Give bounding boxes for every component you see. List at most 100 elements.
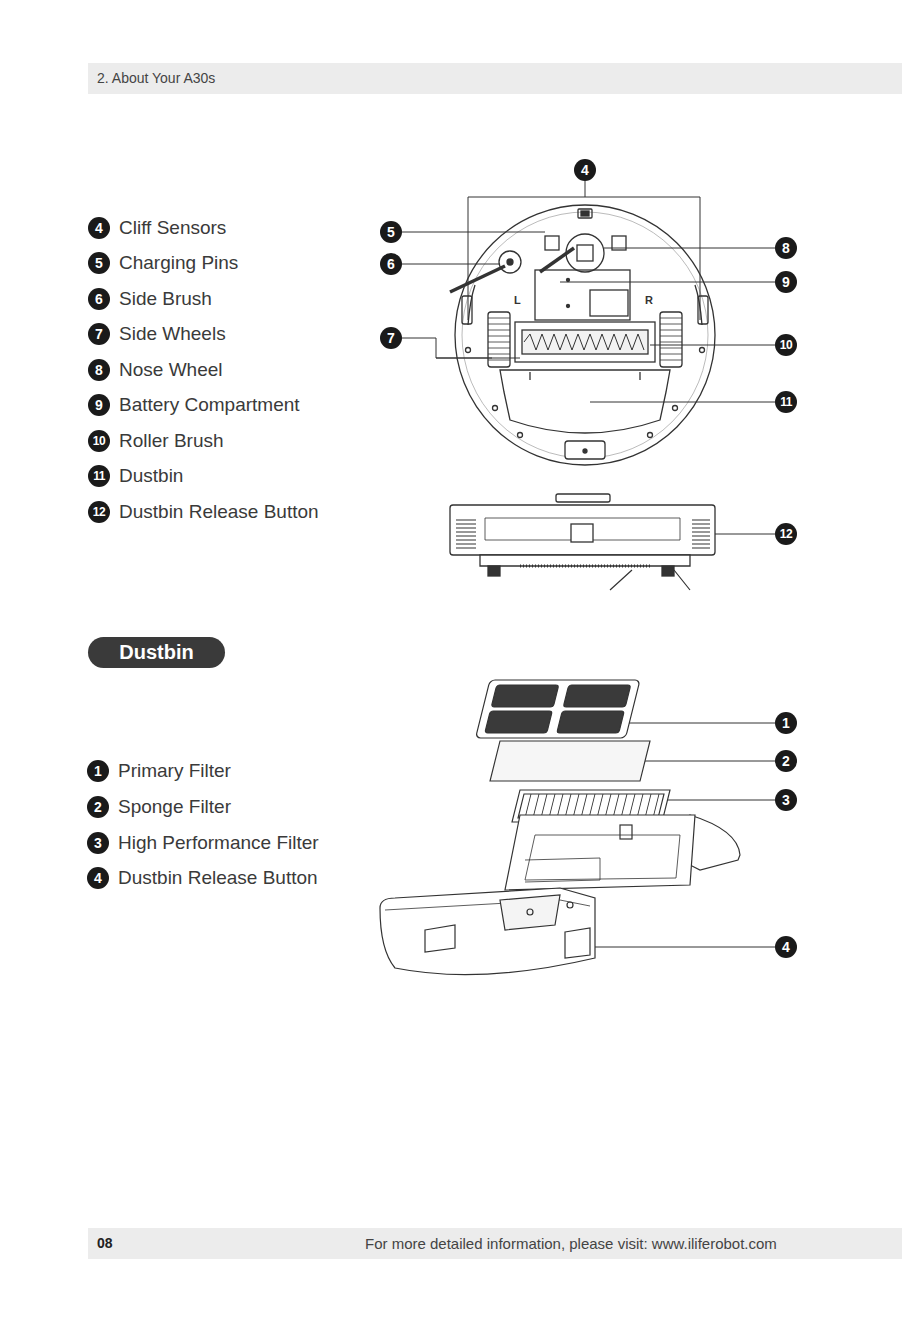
- callout-number: 2: [87, 796, 109, 818]
- part-name: Battery Compartment: [119, 394, 300, 416]
- robot-bottom-view: [578, 209, 592, 218]
- callout-number: 10: [775, 334, 797, 356]
- dustbin-exploded-view: [563, 685, 630, 707]
- leader-line: [650, 345, 775, 346]
- callout-number: 10: [88, 430, 110, 452]
- leader-line: [402, 264, 499, 265]
- robot-bottom-view: [540, 248, 574, 272]
- callout-circle: [380, 253, 402, 275]
- dustbin-exploded-view: [525, 835, 680, 880]
- part-name: Sponge Filter: [118, 796, 231, 818]
- callout-circle: [775, 936, 797, 958]
- part-name: Roller Brush: [119, 430, 224, 452]
- dustbin-exploded-view: [490, 741, 650, 781]
- robot-side-view: [571, 524, 593, 542]
- robot-bottom-view: [450, 266, 505, 292]
- callout-number: 9: [775, 271, 797, 293]
- callout-number: 9: [88, 394, 110, 416]
- callout-number: 8: [775, 237, 797, 259]
- callout-number: 12: [775, 523, 797, 545]
- robot-bottom-view: [499, 251, 521, 273]
- leader-line: [604, 248, 775, 249]
- leader-line: [402, 181, 775, 947]
- callout-number: 7: [380, 327, 402, 349]
- callout-circle: [775, 334, 797, 356]
- robot-side-view: [450, 505, 715, 555]
- part-name: Dustbin: [119, 465, 183, 487]
- callout-circle: [87, 760, 109, 782]
- robot-bottom-view: [450, 205, 715, 465]
- robot-bottom-view: [648, 433, 653, 438]
- dustbin-exploded-view: [505, 815, 695, 890]
- callout-circle: [775, 271, 797, 293]
- callout-number: 7: [88, 323, 110, 345]
- robot-bottom-view: [567, 279, 570, 282]
- robot-bottom-view: [466, 348, 471, 353]
- robot-bottom-view: [565, 441, 605, 459]
- robot-bottom-view: [535, 270, 630, 320]
- callout-circle: [88, 288, 110, 310]
- callout-number: 4: [775, 936, 797, 958]
- callout-number: 6: [88, 288, 110, 310]
- part-name: Dustbin Release Button: [118, 867, 318, 889]
- callout-number: 5: [88, 252, 110, 274]
- robot-bottom-view: [583, 449, 587, 453]
- dustbin-exploded-view: [490, 741, 650, 781]
- callout-number: 3: [87, 832, 109, 854]
- callout-number: 9: [775, 271, 797, 293]
- dustbin-exploded-view: [567, 902, 573, 908]
- callout-number: 2: [775, 750, 797, 772]
- callout-number: 4: [88, 217, 110, 239]
- robot-side-view: [610, 570, 690, 590]
- dustbin-exploded-view: [620, 825, 632, 839]
- robot-bottom-view: [673, 406, 678, 411]
- heading-pill: [88, 637, 225, 668]
- part-name: Primary Filter: [118, 760, 231, 782]
- leader-line: [560, 282, 775, 283]
- robot-side-view: [488, 566, 500, 576]
- robot-bottom-view: [462, 296, 472, 324]
- part-name: Side Wheels: [119, 323, 226, 345]
- callout-number: 11: [775, 391, 797, 413]
- robot-bottom-view: [530, 372, 640, 380]
- callout-circle: [775, 712, 797, 734]
- robot-bottom-view: [493, 406, 498, 411]
- callout-number: 10: [775, 334, 797, 356]
- leader-line: [402, 338, 520, 358]
- dustbin-exploded-view: [525, 858, 600, 882]
- callout-number: 11: [88, 465, 110, 487]
- callout-number: 9: [88, 394, 110, 416]
- robot-bottom-view: [660, 312, 682, 367]
- callout-circle: [88, 217, 110, 239]
- robot-bottom-view: [590, 290, 628, 316]
- callout-number: 1: [87, 760, 109, 782]
- part-name: Nose Wheel: [119, 359, 223, 381]
- callout-circle: [88, 430, 110, 452]
- dustbin-exploded-view: [690, 815, 740, 870]
- callout-circle: [380, 221, 402, 243]
- callout-circle: [775, 789, 797, 811]
- callout-number: 1: [87, 760, 109, 782]
- robot-side-view: [520, 565, 650, 568]
- dustbin-exploded-view: [491, 685, 558, 707]
- robot-bottom-view: [488, 312, 510, 367]
- leader-line: [468, 181, 700, 320]
- callout-number: 3: [775, 789, 797, 811]
- robot-side-view: [662, 566, 674, 576]
- callout-number: 5: [88, 252, 110, 274]
- dustbin-exploded-view: [476, 680, 640, 738]
- robot-bottom-view: [700, 348, 705, 353]
- callout-circle: [88, 359, 110, 381]
- dustbin-exploded-view: [380, 680, 740, 975]
- robot-side-view: [480, 555, 690, 566]
- dustbin-exploded-view: [485, 711, 552, 733]
- callout-number: 10: [88, 430, 110, 452]
- section-heading: Dustbin: [88, 637, 225, 668]
- callout-number: 4: [574, 159, 596, 181]
- part-name: High Performance Filter: [118, 832, 319, 854]
- callout-number: 8: [775, 237, 797, 259]
- side-marker: L: [514, 294, 521, 306]
- robot-bottom-view: [581, 211, 589, 216]
- robot-bottom-view: [515, 322, 655, 362]
